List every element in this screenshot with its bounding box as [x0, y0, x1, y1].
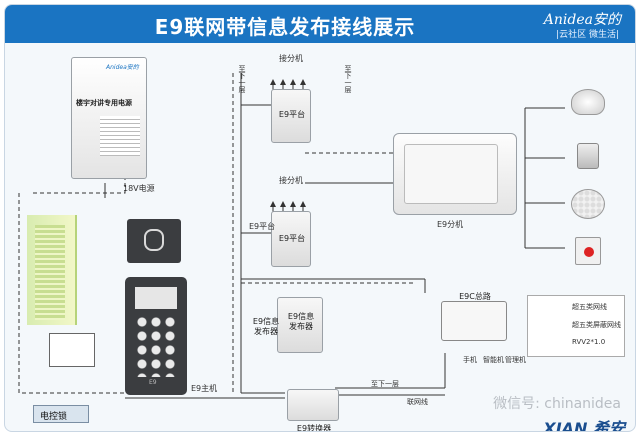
host-label: E9主机 [191, 384, 218, 393]
info-publisher-label-2: E9信息 发布器 [252, 317, 280, 336]
legend: 超五类网线 超五类屏蔽网线 RVV2*1.0 [527, 295, 625, 357]
gas-detector-icon [571, 189, 605, 219]
e9-info-publisher: E9信息 发布器 [277, 297, 323, 353]
wiring-lines [18, 73, 565, 399]
extension-label: E9分机 [437, 220, 464, 229]
floor-ext-1-label: 接分机 [279, 54, 303, 63]
tablet-label: 智能机 [483, 356, 504, 364]
intercom-wiring-box [49, 333, 95, 367]
next-floor-bottom-label: 至下一层 [371, 380, 399, 388]
door-station-brand: E9 [149, 379, 157, 386]
diagram-frame: E9联网带信息发布接线展示 Anidea安的 |云社区 微生活| [4, 4, 636, 432]
e9-platform-2: E9平台 [271, 211, 311, 267]
legend-line2: 超五类屏蔽网线 [572, 321, 621, 329]
platform-2-label: E9平台 [278, 234, 306, 243]
wiring-diagram: Anidea安的 楼宇对讲专用电源 18V电源 E9 E9主机 电控锁 E9平台 [5, 43, 635, 432]
power-supply-brand: Anidea安的 [106, 64, 139, 71]
power-supply: Anidea安的 楼宇对讲专用电源 [71, 57, 147, 179]
electric-lock: 电控锁 [33, 405, 89, 423]
e9-extension-monitor [393, 133, 517, 215]
building-image [27, 215, 77, 325]
xian-logo: XIAN 希安 [543, 419, 625, 432]
page-title: E9联网带信息发布接线展示 [154, 15, 416, 39]
platform-1-label: E9平台 [278, 110, 306, 119]
camera-lens-icon [144, 229, 164, 251]
e9-platform-1: E9平台 [271, 89, 311, 143]
info-publisher-label-1: E9信息 发布器 [287, 312, 315, 331]
floor-ext-2-label: 接分机 [279, 176, 303, 185]
phone-label: 手机 [463, 356, 477, 364]
smoke-detector-icon [571, 89, 605, 115]
camera-panel [127, 219, 181, 263]
wechat-watermark: 微信号: chinanidea [493, 396, 621, 412]
platform-side-label: E9平台 [249, 222, 276, 231]
legend-line1: 超五类网线 [572, 303, 607, 311]
lock-label: 电控锁 [40, 412, 68, 422]
door-station-keypad [135, 315, 177, 377]
extension-screen [404, 144, 498, 204]
header-bar: E9联网带信息发布接线展示 Anidea安的 |云社区 微生活| [5, 5, 635, 43]
door-station-display [135, 287, 177, 309]
e9-ap-box: E9C总路 [441, 292, 507, 341]
next-floor-right-label: 至下一层 [344, 65, 352, 93]
power-label: 18V电源 [123, 184, 155, 193]
brand-logo: Anidea安的 [543, 12, 621, 28]
manager-label: 管理机 [505, 356, 526, 364]
converter-label: E9转换器 [296, 424, 332, 432]
power-supply-spec-lines [100, 116, 140, 156]
e9-converter: E9转换器 [287, 389, 339, 431]
legend-line3: RVV2*1.0 [572, 338, 606, 346]
ap-label: E9C总路 [459, 292, 491, 301]
brand-slogan: |云社区 微生活| [556, 30, 619, 40]
power-supply-title: 楼宇对讲专用电源 [76, 99, 132, 107]
emergency-button-icon [575, 237, 601, 265]
net-line-label: 联网线 [407, 398, 428, 406]
motion-sensor-icon [577, 143, 599, 169]
next-floor-left-label: 至下一层 [238, 65, 246, 93]
door-station: E9 [125, 277, 187, 395]
